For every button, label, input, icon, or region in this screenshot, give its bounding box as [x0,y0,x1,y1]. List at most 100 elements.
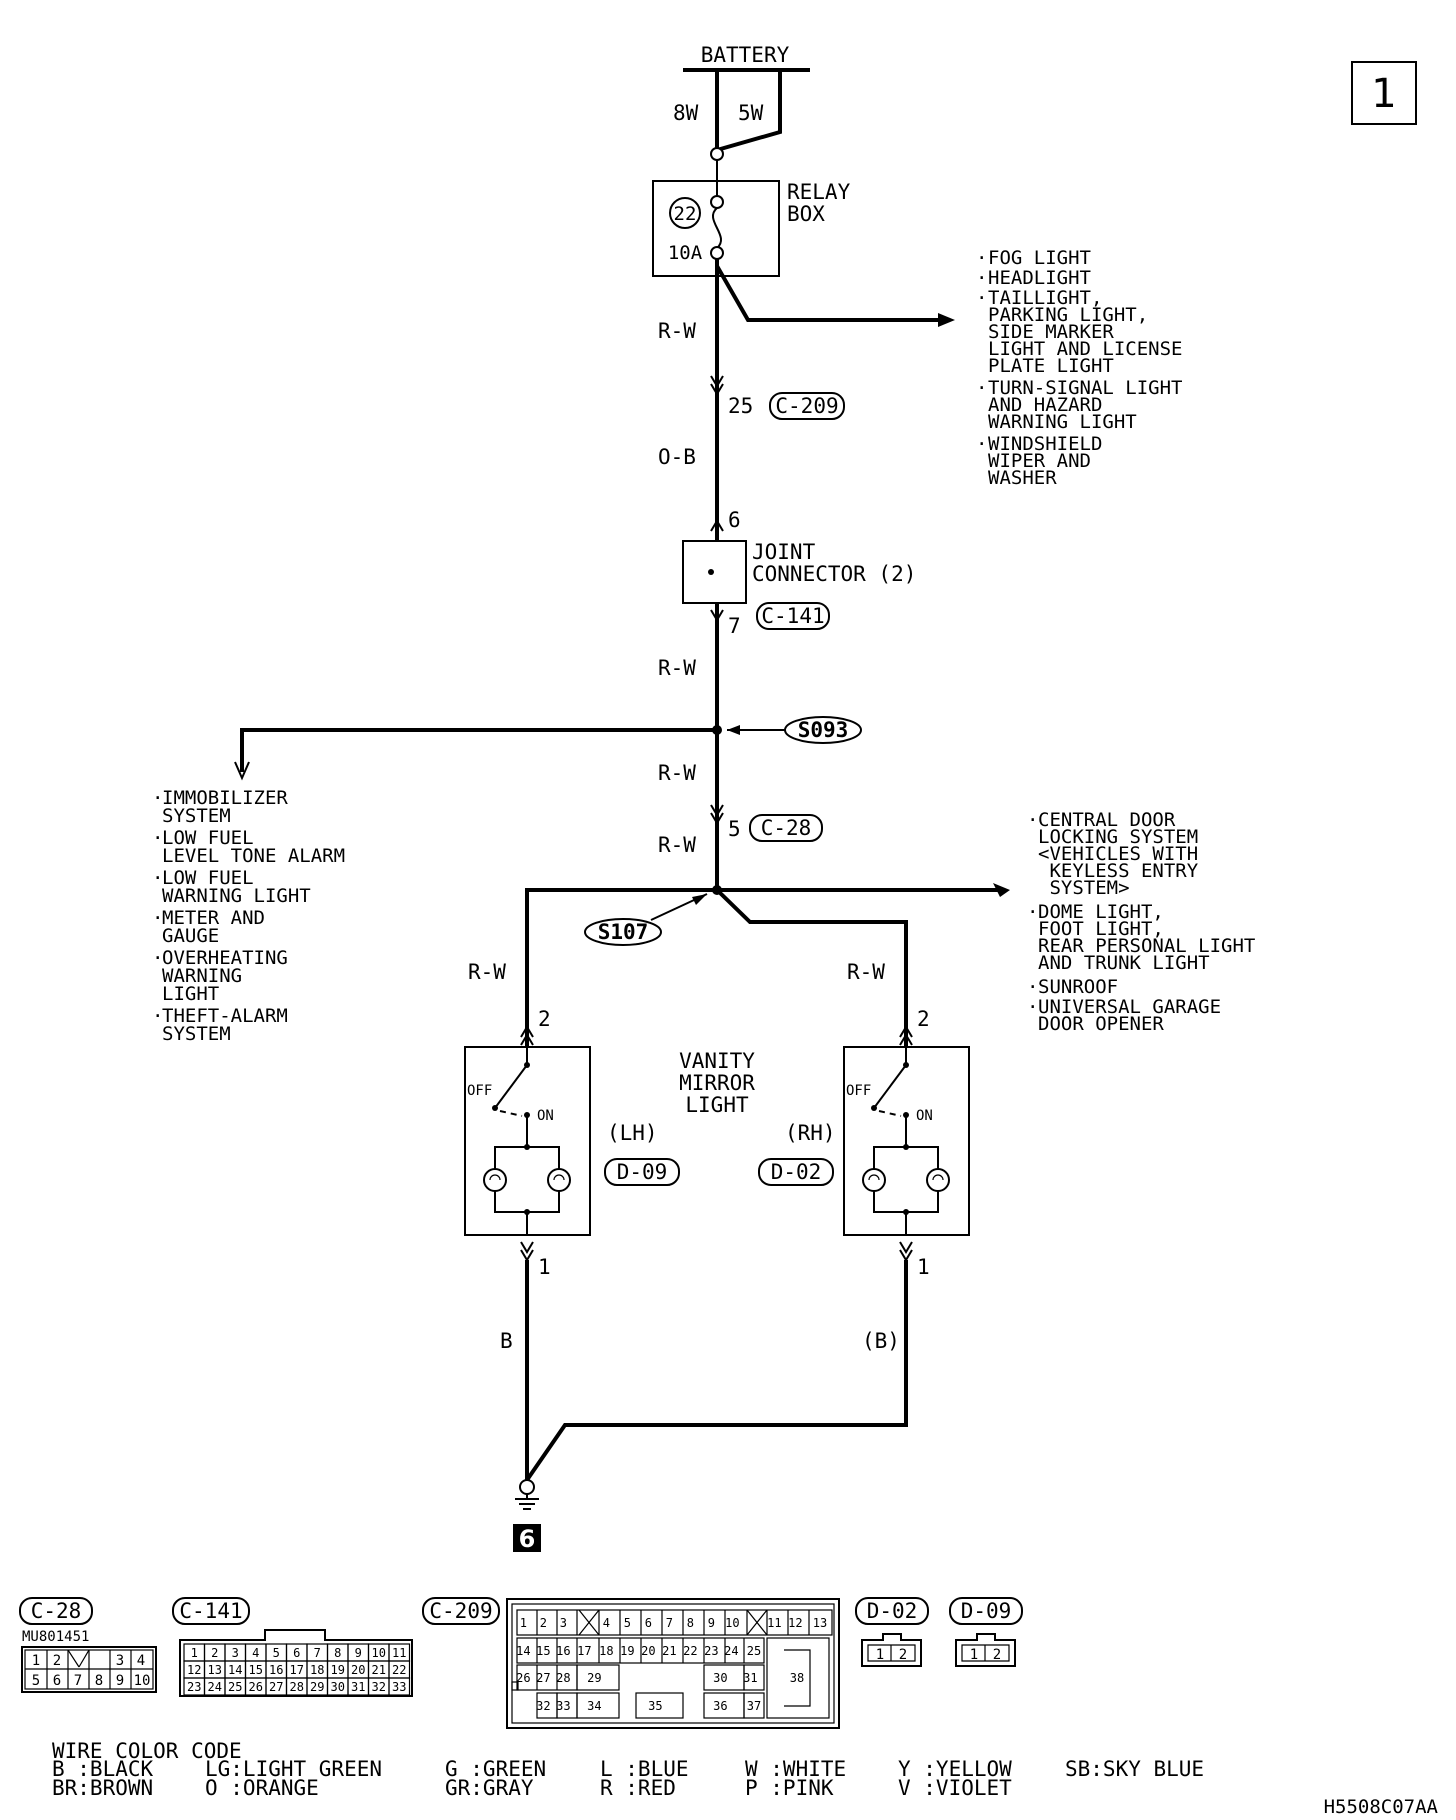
svg-text:·OVERHEATING: ·OVERHEATING [152,947,288,969]
svg-text:·FOG LIGHT: ·FOG LIGHT [976,247,1091,269]
wire-b-rh: (B) [862,1329,900,1353]
svg-text:D-09: D-09 [961,1599,1012,1623]
svg-text:12: 12 [876,1647,907,1663]
sheet-number: 1 [1371,71,1396,117]
c209-label: C-209 [775,394,838,418]
splice-s093 [784,716,862,744]
c209-pin: 25 [728,394,753,418]
d09-label: D-09 [617,1160,668,1184]
wire-rw-lh: R-W [468,960,506,984]
vanity-label-2: MIRROR [679,1071,755,1095]
sheet-number-box [1351,61,1417,125]
jc-pin-6: 6 [728,508,741,532]
c141-label: C-141 [761,604,824,628]
lh-off-label: OFF [467,1083,492,1099]
svg-text:26 27 28 29: 26 27 28 29 30 31 38 [516,1671,804,1685]
svg-text:SYSTEM>: SYSTEM> [1038,877,1130,899]
right-circuits-top: ·FOG LIGHT ·HEADLIGHT ·TAILLIGHT, PARKIN… [976,247,1182,489]
jc-label-2: CONNECTOR (2) [752,562,916,586]
wire-rw-2: R-W [658,656,696,680]
svg-text:KEYLESS ENTRY: KEYLESS ENTRY [1038,860,1199,882]
wire-rw-3: R-W [658,761,696,785]
left-circuits: ·IMMOBILIZER SYSTEM ·LOW FUEL LEVEL TONE… [152,787,345,1045]
joint-connector [682,540,747,604]
fuse-rating: 10A [668,242,703,264]
svg-text:LIGHT AND LICENSE: LIGHT AND LICENSE [988,338,1182,360]
svg-text:PLATE LIGHT: PLATE LIGHT [988,355,1114,377]
splice-s107 [584,918,662,946]
connector-view-c209: C-209 1 2 [422,1597,840,1729]
svg-text:·IMMOBILIZER: ·IMMOBILIZER [152,787,288,809]
rh-pin-1: 1 [917,1255,930,1279]
jc-pin-7: 7 [728,614,741,638]
rh-off-label: OFF [846,1083,871,1099]
svg-text:·LOW FUEL: ·LOW FUEL [152,827,254,849]
arrow-to-bottom-circuits [993,883,1010,897]
svg-text:WASHER: WASHER [988,467,1057,489]
svg-text:·CENTRAL DOOR: ·CENTRAL DOOR [1027,809,1176,831]
vanity-label-3: LIGHT [685,1093,749,1117]
right-circuits-bottom: ·CENTRAL DOOR LOCKING SYSTEM <VEHICLES W… [1027,809,1255,1035]
svg-text:<VEHICLES WITH: <VEHICLES WITH [1038,843,1198,865]
wire-rw-1: R-W [658,319,696,343]
svg-text:MU801451: MU801451 [22,1629,89,1645]
svg-text:WARNING LIGHT: WARNING LIGHT [988,411,1137,433]
rh-vanity-light [843,1046,970,1236]
svg-text:SIDE MARKER: SIDE MARKER [988,321,1114,343]
drawing-code: H5508C07AA [1324,1796,1439,1818]
battery-wire-5w: 5W [738,101,764,125]
svg-text:LIGHT: LIGHT [162,983,219,1005]
svg-text:REAR PERSONAL LIGHT: REAR PERSONAL LIGHT [1038,935,1255,957]
fuse-number: 22 [674,203,697,225]
svg-text:SYSTEM: SYSTEM [162,805,231,827]
fuse-number-circle [669,197,701,229]
wire-color-code: WIRE COLOR CODE B :BLACK LG:LIGHT GREEN … [0,1739,1267,1800]
svg-text:C-209: C-209 [429,1599,492,1623]
svg-text:·DOME LIGHT,: ·DOME LIGHT, [1027,901,1164,923]
d02-label: D-02 [771,1160,822,1184]
svg-text:1 2 3 4: 1 2 3 4 5 6 7 8 9 10 11 12 13 [520,1616,827,1630]
c28-label: C-28 [761,816,812,840]
rh-on-label: ON [916,1108,933,1124]
wire-b-lh: B [500,1329,513,1353]
c28-pin: 5 [728,817,741,841]
vanity-label-1: VANITY [679,1049,755,1073]
svg-text:WARNING LIGHT: WARNING LIGHT [162,885,311,907]
svg-text:LOCKING SYSTEM: LOCKING SYSTEM [1038,826,1198,848]
svg-text:·TURN-SIGNAL LIGHT: ·TURN-SIGNAL LIGHT [976,377,1182,399]
svg-text:·SUNROOF: ·SUNROOF [1027,976,1118,998]
relay-box: 22 10A [652,147,780,277]
svg-text:DOOR OPENER: DOOR OPENER [1038,1013,1164,1035]
svg-text:C-141: C-141 [179,1599,242,1623]
arrow-to-top-circuits [938,313,955,327]
svg-text:32 33 34 35: 32 33 34 35 36 37 [536,1699,761,1713]
svg-text:WIPER AND: WIPER AND [988,450,1091,472]
svg-text:WIRE COLOR CODE: WIRE COLOR CODE [52,1739,242,1763]
svg-text:B :BLACK LG:LIGHT GREEN: B :BLACK LG:LIGHT GREEN G :GREEN L :BLUE… [0,1757,1267,1781]
c141-pin-cell [388,1677,411,1696]
svg-text:·WINDSHIELD: ·WINDSHIELD [976,433,1102,455]
svg-text:·HEADLIGHT: ·HEADLIGHT [976,267,1091,289]
battery-label: BATTERY [701,43,790,67]
battery-wire-8w: 8W [673,101,699,125]
svg-text:14 15 16 17: 14 15 16 17 18 19 20 21 22 23 24 25 [516,1644,761,1658]
svg-text:·TAILLIGHT,: ·TAILLIGHT, [976,287,1102,309]
svg-text:FOOT LIGHT,: FOOT LIGHT, [1038,918,1164,940]
lh-pin-1: 1 [538,1255,551,1279]
svg-text:AND TRUNK LIGHT: AND TRUNK LIGHT [1038,952,1210,974]
ground-point-box [513,1524,541,1552]
lh-vanity-light [464,1046,591,1236]
svg-text:·METER AND: ·METER AND [152,907,265,929]
svg-text:·UNIVERSAL GARAGE: ·UNIVERSAL GARAGE [1027,996,1221,1018]
svg-text:·THEFT-ALARM: ·THEFT-ALARM [152,1005,288,1027]
svg-text:SYSTEM: SYSTEM [162,1023,231,1045]
svg-text:·LOW FUEL: ·LOW FUEL [152,867,254,889]
